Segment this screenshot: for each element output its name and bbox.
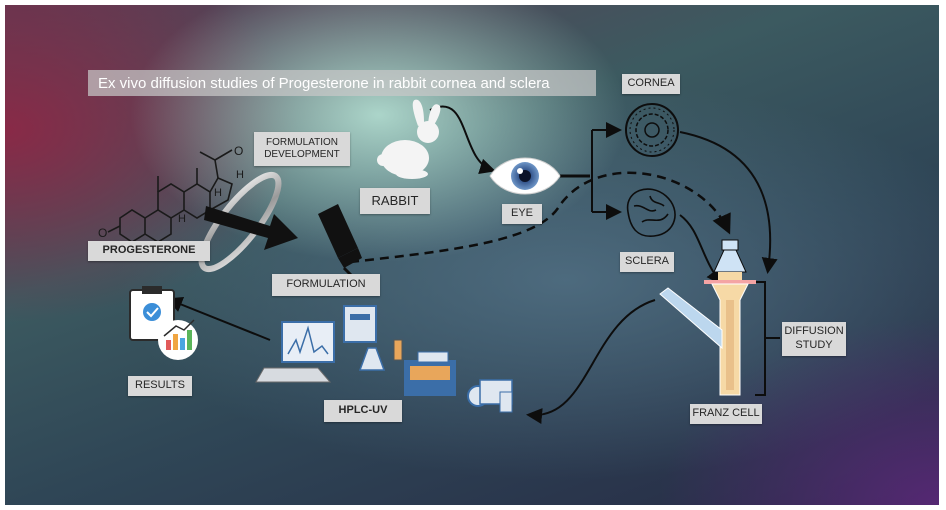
diffusion-bracket <box>755 281 780 396</box>
label-formulation-development: FORMULATION DEVELOPMENT <box>254 132 350 166</box>
label-progesterone: PROGESTERONE <box>88 241 210 261</box>
label-rabbit: RABBIT <box>360 188 430 214</box>
hplc-instrument-icon <box>255 305 513 413</box>
results-clipboard-icon <box>129 286 198 360</box>
label-formulation-development-line2: DEVELOPMENT <box>264 149 340 160</box>
franz-to-hplc-arrow <box>526 299 656 424</box>
label-diffusion-study: DIFFUSION STUDY <box>782 322 846 356</box>
label-cornea: CORNEA <box>622 74 680 94</box>
rabbit-icon <box>377 99 441 179</box>
sclera-to-franz-arrow <box>679 214 723 286</box>
molecule-hydrogen-3: H <box>178 213 186 225</box>
formulation-to-franz-dashed-arrow <box>349 171 731 264</box>
eye-icon <box>489 157 561 195</box>
molecule-oxygen-ketone: O <box>98 226 107 240</box>
label-formulation-development-line1: FORMULATION <box>265 136 339 148</box>
label-results: RESULTS <box>128 376 192 396</box>
hplc-to-results-arrow <box>166 297 271 341</box>
label-sclera: SCLERA <box>620 252 674 272</box>
molecule-oxygen-acetyl: O <box>234 144 243 158</box>
molecule-hydrogen-2: H <box>214 187 222 199</box>
arrow-icon <box>204 206 298 250</box>
franz-cell-icon <box>659 239 756 396</box>
cornea-icon <box>625 103 679 157</box>
molecule-hydrogen-1: H <box>236 169 244 181</box>
label-hplc-uv: HPLC-UV <box>324 400 402 422</box>
label-formulation: FORMULATION <box>272 274 380 296</box>
label-diffusion-study-line1: DIFFUSION <box>784 325 844 338</box>
cornea-to-franz-arrow <box>679 131 778 274</box>
rabbit-to-eye-arrow <box>429 105 496 175</box>
sclera-icon <box>626 188 676 237</box>
dropper-bottle-icon <box>318 204 362 278</box>
label-eye: EYE <box>502 204 542 224</box>
label-franz-cell: FRANZ CELL <box>690 404 762 424</box>
page-title: Ex vivo diffusion studies of Progesteron… <box>88 70 596 96</box>
progesterone-molecule-icon <box>107 149 233 243</box>
label-diffusion-study-line2: STUDY <box>795 339 833 351</box>
